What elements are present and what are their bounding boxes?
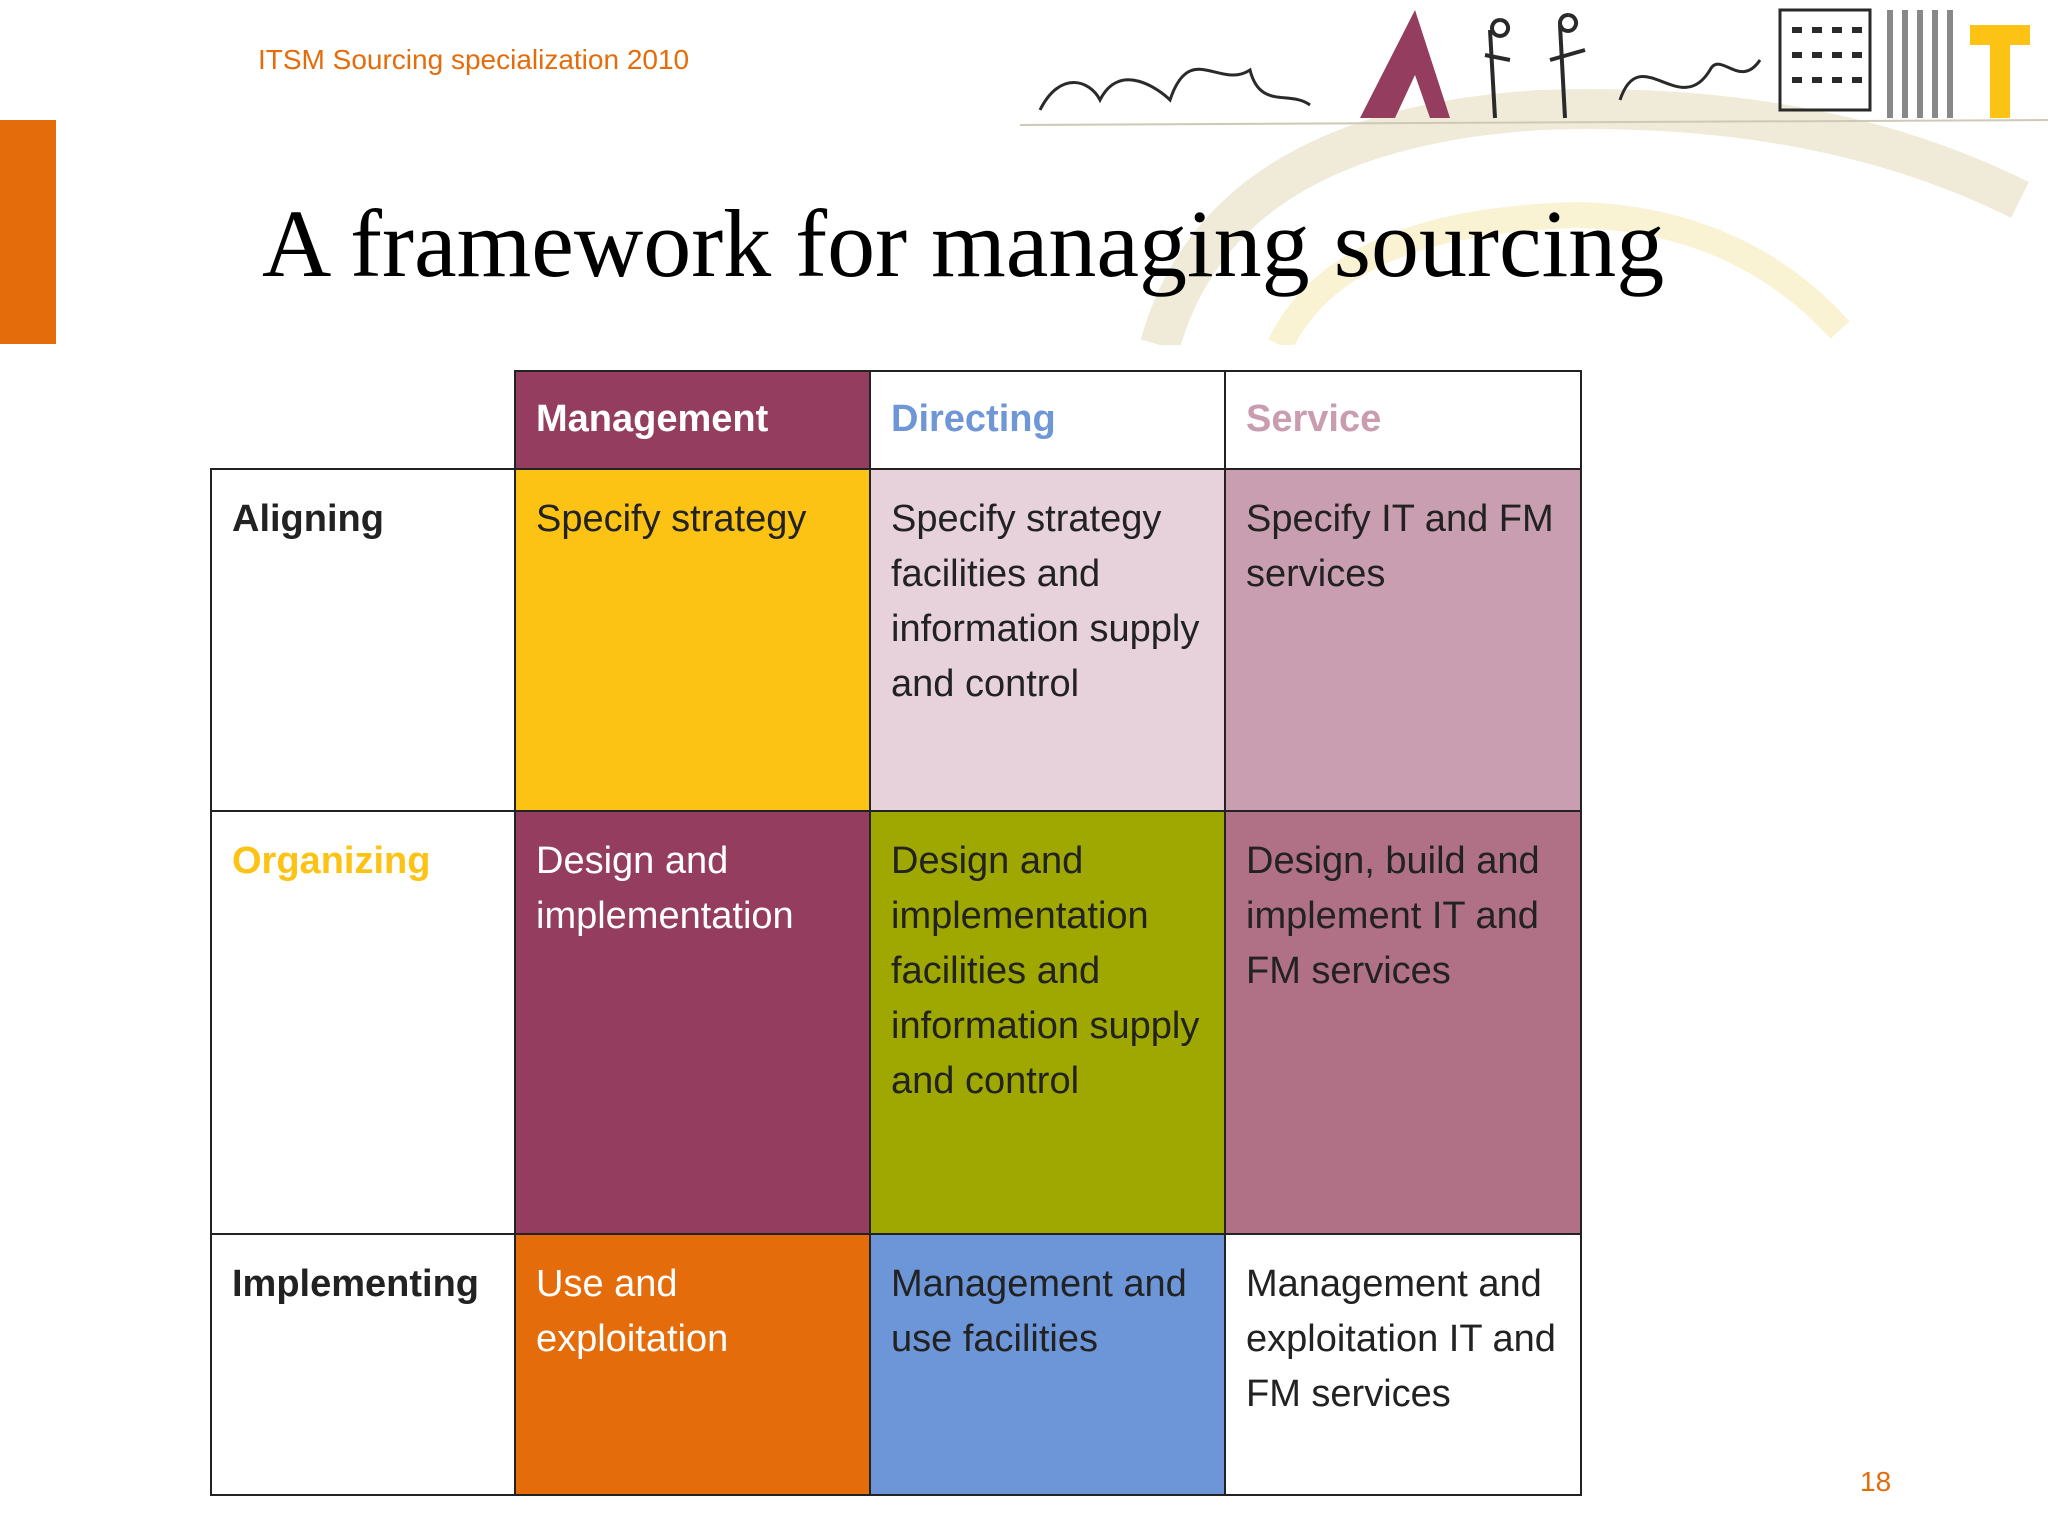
column-header-service: Service	[1224, 370, 1582, 470]
sketch-letter-t	[1970, 25, 2030, 118]
matrix-cell: Design and implementation facilities and…	[869, 810, 1226, 1235]
sketch-building	[1778, 8, 1872, 112]
page-number: 18	[1860, 1466, 1892, 1497]
row-label-organizing: Organizing	[210, 810, 516, 1235]
sketch-columns	[1887, 10, 1953, 118]
row-label-implementing: Implementing	[210, 1233, 516, 1496]
matrix-cell: Management and use facilities	[869, 1233, 1226, 1496]
header-note: ITSM Sourcing specialization 2010	[258, 44, 690, 75]
sketch-scribble	[1618, 59, 1762, 101]
matrix-cell: Management and exploitation IT and FM se…	[1224, 1233, 1582, 1496]
row-label-aligning: Aligning	[210, 468, 516, 812]
sketch-letter-a	[1360, 10, 1450, 118]
matrix-cell: Use and exploitation	[514, 1233, 871, 1496]
column-header-directing: Directing	[869, 370, 1226, 470]
page-title: A framework for managing sourcing	[262, 190, 1665, 297]
sketch-signature	[1038, 67, 1311, 111]
decorative-sketch-banner	[1020, 8, 2048, 345]
matrix-cell: Specify IT and FM services	[1224, 468, 1582, 812]
sketch-wall	[1020, 119, 2048, 126]
sketch-figure-1	[1484, 18, 1511, 119]
matrix-cell: Specify strategy	[514, 468, 871, 812]
orange-side-tab	[0, 120, 56, 344]
matrix-cell: Design and implementation	[514, 810, 871, 1235]
sketch-figure-2	[1549, 13, 1586, 119]
sketch-building-windows	[1792, 27, 1862, 83]
sketch-arc	[1140, 89, 2029, 345]
sketch-arc-inner	[1268, 201, 1850, 345]
column-header-management: Management	[514, 370, 871, 470]
sourcing-framework-matrix: Management Directing Service Aligning Sp…	[210, 370, 1586, 1500]
matrix-cell: Specify strategy facilities and informat…	[869, 468, 1226, 812]
matrix-cell: Design, build and implement IT and FM se…	[1224, 810, 1582, 1235]
